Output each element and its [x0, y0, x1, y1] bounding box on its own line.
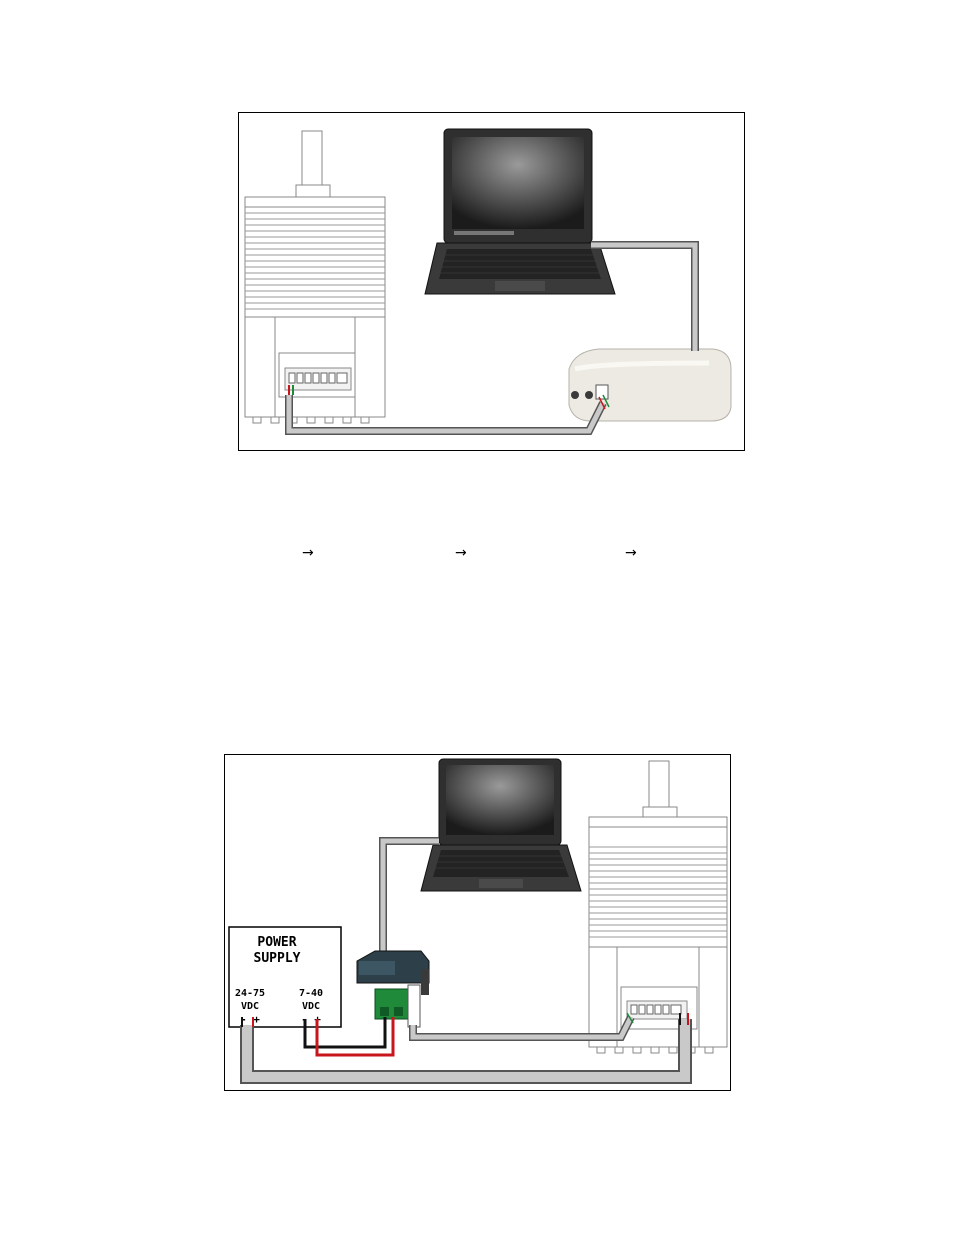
logic-supply-range: 7-40 [299, 988, 323, 999]
logic-supply-unit: VDC [302, 1001, 320, 1012]
step-arrow-2: → [455, 543, 467, 563]
diagram-1-canvas [239, 113, 744, 450]
main-supply-unit: VDC [241, 1001, 259, 1012]
diagram-2-canvas: POWER SUPPLY 24-75 VDC - + 7-40 VDC - + [225, 755, 730, 1090]
serial-adapter [357, 951, 429, 1027]
power-supply-title-line2: SUPPLY [254, 951, 301, 966]
motor-drawing [589, 761, 727, 1053]
main-supply-range: 24-75 [235, 988, 265, 999]
logic-power-wires [305, 1017, 393, 1055]
motor-drawing [245, 131, 385, 423]
usb-cable [591, 245, 695, 351]
laptop-illustration [425, 129, 615, 294]
step-arrow-1: → [302, 543, 314, 563]
power-supply-box: POWER SUPPLY 24-75 VDC - + 7-40 VDC - + [229, 927, 341, 1027]
usb-converter-box [569, 349, 731, 421]
connection-diagram-1 [238, 112, 745, 451]
connection-diagram-2: POWER SUPPLY 24-75 VDC - + 7-40 VDC - + [224, 754, 731, 1091]
laptop-illustration [421, 759, 581, 891]
step-arrow-3: → [625, 543, 637, 563]
main-supply-polarity: - + [240, 1013, 260, 1026]
motor-shaft [649, 761, 669, 813]
power-supply-title-line1: POWER [257, 935, 296, 950]
motor-shaft [302, 131, 322, 191]
